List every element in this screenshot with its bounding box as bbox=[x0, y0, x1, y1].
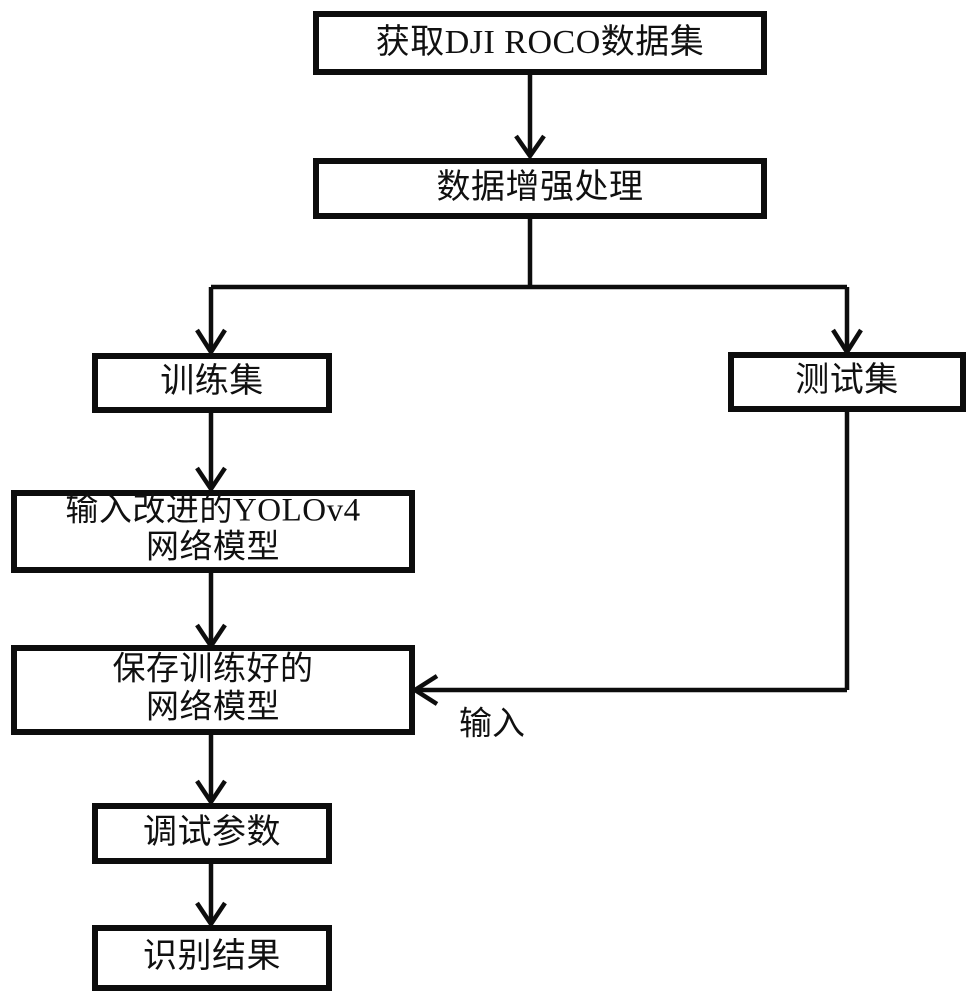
node-data-augmentation-label: 数据增强处理 bbox=[437, 168, 644, 206]
edge-augmentation-to-test-set bbox=[831, 287, 863, 357]
node-input-yolov4-box[interactable] bbox=[11, 490, 415, 573]
node-acquire-dataset-box[interactable] bbox=[313, 11, 767, 75]
node-save-model-label-line2: 网络模型 bbox=[146, 689, 280, 726]
node-acquire-dataset[interactable]: 获取DJI ROCO数据集 bbox=[313, 11, 767, 75]
node-input-yolov4[interactable]: 输入改进的YOLOv4 网络模型 bbox=[11, 490, 415, 573]
node-input-yolov4-label-line1: 输入改进的YOLOv4 bbox=[65, 492, 360, 529]
node-input-yolov4-label-line2: 网络模型 bbox=[146, 529, 280, 566]
edge-test-set-to-save-model bbox=[410, 412, 850, 706]
edge-tune-params-to-recognition-result bbox=[195, 864, 227, 929]
edge-label-input: 输入 bbox=[459, 706, 525, 743]
node-tune-params-box[interactable] bbox=[92, 803, 332, 864]
node-recognition-result-label: 识别结果 bbox=[143, 937, 281, 975]
node-test-set-box[interactable] bbox=[728, 352, 966, 412]
node-training-set-box[interactable] bbox=[92, 353, 332, 413]
edge-training-set-to-input-yolov4 bbox=[195, 413, 227, 494]
edge-acquire-to-augmentation bbox=[514, 75, 546, 160]
node-tune-params-label: 调试参数 bbox=[143, 813, 281, 851]
node-training-set[interactable]: 训练集 bbox=[92, 353, 332, 413]
edge-save-model-to-tune-params bbox=[195, 735, 227, 807]
node-tune-params[interactable]: 调试参数 bbox=[92, 803, 332, 864]
node-recognition-result[interactable]: 识别结果 bbox=[92, 925, 332, 991]
edge-input-yolov4-to-save-model bbox=[195, 573, 227, 651]
node-save-model[interactable]: 保存训练好的 网络模型 bbox=[11, 645, 415, 735]
node-save-model-box[interactable] bbox=[11, 645, 415, 735]
node-test-set[interactable]: 测试集 bbox=[728, 352, 966, 412]
node-test-set-label: 测试集 bbox=[795, 361, 899, 399]
node-data-augmentation[interactable]: 数据增强处理 bbox=[313, 158, 767, 219]
node-recognition-result-box[interactable] bbox=[92, 925, 332, 991]
node-acquire-dataset-label: 获取DJI ROCO数据集 bbox=[376, 23, 705, 61]
edge-augmentation-split bbox=[211, 218, 847, 290]
node-training-set-label: 训练集 bbox=[160, 362, 264, 400]
node-data-augmentation-box[interactable] bbox=[313, 158, 767, 219]
edge-augmentation-to-training-set bbox=[195, 287, 227, 357]
node-save-model-label-line1: 保存训练好的 bbox=[113, 651, 314, 688]
